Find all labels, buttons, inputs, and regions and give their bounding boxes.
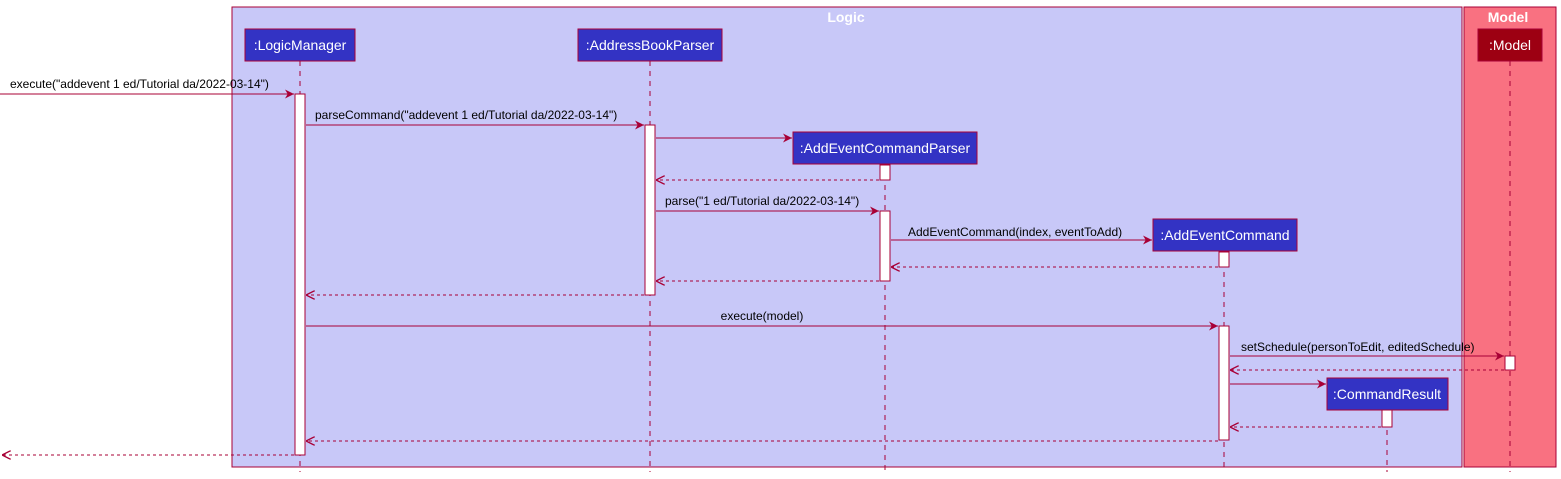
logic-box-title: Logic: [827, 9, 865, 25]
activation-add-event-command-2: [1218, 325, 1230, 441]
activation-add-event-command-parser-2: [879, 210, 891, 282]
msg-parse-command-label: parseCommand("addevent 1 ed/Tutorial da/…: [315, 108, 617, 122]
activation-logic-manager: [294, 93, 306, 456]
participant-command-result-label: :CommandResult: [1333, 386, 1441, 402]
participant-add-event-command-label: :AddEventCommand: [1160, 227, 1289, 243]
msg-execute-input-label: execute("addevent 1 ed/Tutorial da/2022-…: [10, 77, 269, 91]
messages: [0, 89, 1504, 455]
participant-add-event-command: :AddEventCommand: [1152, 218, 1298, 252]
participant-address-book-parser-label: :AddressBookParser: [586, 37, 715, 53]
participant-model-label: :Model: [1489, 37, 1531, 53]
activation-model: [1504, 355, 1516, 371]
participant-model: :Model: [1477, 28, 1543, 62]
participant-address-book-parser: :AddressBookParser: [577, 28, 723, 62]
msg-set-schedule-label: setSchedule(personToEdit, editedSchedule…: [1241, 340, 1474, 354]
participant-logic-manager-label: :LogicManager: [254, 37, 347, 53]
activations: [294, 93, 1516, 456]
participant-add-event-command-parser-label: :AddEventCommandParser: [800, 140, 971, 156]
msg-add-event-command-ctor-label: AddEventCommand(index, eventToAdd): [908, 225, 1122, 239]
msg-execute-model-label: execute(model): [721, 309, 804, 323]
participant-logic-manager: :LogicManager: [244, 28, 356, 62]
participant-command-result: :CommandResult: [1326, 377, 1449, 411]
participant-add-event-command-parser: :AddEventCommandParser: [792, 131, 978, 165]
msg-parse-label: parse("1 ed/Tutorial da/2022-03-14"): [665, 194, 859, 208]
activation-add-event-command-1: [1218, 251, 1230, 268]
activation-command-result: [1381, 409, 1393, 428]
model-box-title: Model: [1488, 9, 1528, 25]
message-labels: execute("addevent 1 ed/Tutorial da/2022-…: [10, 77, 1474, 354]
activation-add-event-command-parser-1: [879, 164, 891, 181]
activation-address-book-parser: [644, 124, 656, 296]
